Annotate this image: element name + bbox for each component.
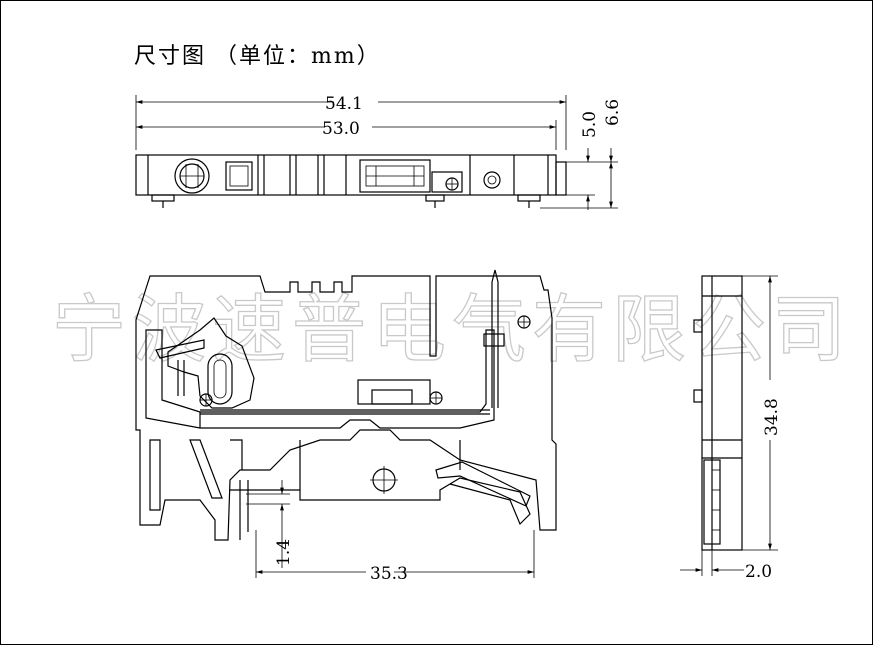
dim-side-height: 34.8 <box>762 398 782 436</box>
drawing-title: 尺寸图 （单位：mm） <box>134 44 381 69</box>
screw-left <box>199 393 213 407</box>
screw-mid <box>429 391 443 405</box>
dim-height-small: 5.0 <box>580 111 600 138</box>
front-view: 1.4 35.3 <box>135 269 557 584</box>
dim-total-length: 54.1 <box>325 94 363 114</box>
screw-right <box>517 315 531 329</box>
dim-base-length: 53.0 <box>322 119 360 139</box>
dim-rail-span: 35.3 <box>370 564 408 584</box>
watermark-text: 宁波速普电气有限公司 <box>52 287 852 373</box>
dim-height-large: 6.6 <box>603 99 623 126</box>
dim-side-width: 2.0 <box>745 562 772 582</box>
top-view: 54.1 53.0 <box>135 94 623 210</box>
side-view: 34.8 2.0 <box>680 275 782 582</box>
dim-rail-offset: 1.4 <box>274 539 294 566</box>
